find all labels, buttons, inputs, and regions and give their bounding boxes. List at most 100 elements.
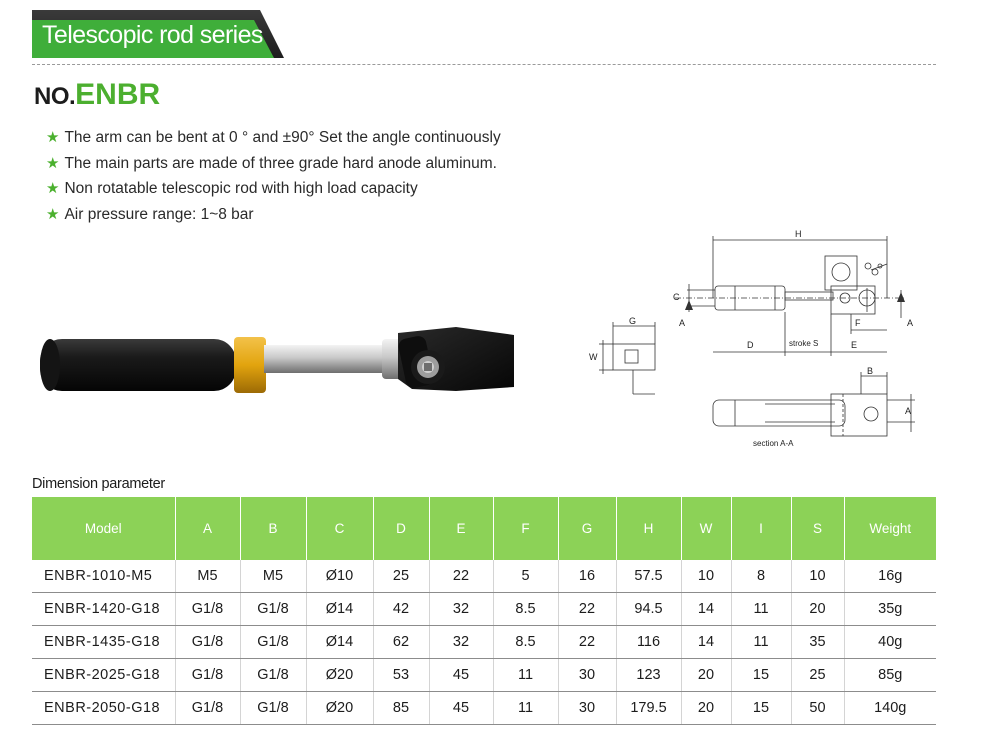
table-caption: Dimension parameter [32,476,165,492]
feature-item: ★Non rotatable telescopic rod with high … [46,179,501,205]
table-cell: Ø20 [305,691,373,725]
gold-collar [234,337,266,393]
feature-text: The arm can be bent at 0 ° and ±90° Set … [64,129,501,146]
table-cell: 5 [492,560,558,593]
column-header: B [239,497,306,560]
table-cell: 15 [730,691,791,725]
feature-item: ★Air pressure range: 1~8 bar [46,205,501,231]
section-label: section A-A [753,439,794,448]
column-header: Model [32,497,175,560]
table-cell: 10 [680,560,731,593]
table-cell: M5 [239,560,306,593]
table-cell: 57.5 [615,560,681,593]
model-cell: ENBR-1420-G18 [32,592,175,626]
series-title: Telescopic rod series [42,21,263,49]
cylinder-body [40,339,236,391]
product-photo [40,327,514,393]
dim-label-b: B [867,366,873,376]
table-cell: 45 [428,658,493,692]
column-header: H [615,497,681,560]
column-header: Weight [843,497,936,560]
table-cell: 22 [428,560,493,593]
table-cell: 14 [680,625,731,659]
table-cell: 16g [843,560,936,593]
table-cell: 25 [372,560,429,593]
model-cell: ENBR-2025-G18 [32,658,175,692]
star-icon: ★ [46,154,60,172]
table-cell: G1/8 [174,592,240,626]
table-cell: Ø10 [305,560,373,593]
table-cell: 10 [790,560,844,593]
piston-rod [264,345,394,373]
feature-text: Air pressure range: 1~8 bar [64,205,254,223]
table-cell: G1/8 [174,691,240,725]
table-cell: G1/8 [174,658,240,692]
table-cell: 20 [680,658,731,692]
column-header: S [790,497,844,560]
feature-item: ★The main parts are made of three grade … [46,154,501,180]
table-cell: 11 [492,691,558,725]
model-number: NO.ENBR [34,78,160,112]
star-icon: ★ [46,180,60,197]
dim-label-f: F [855,318,861,328]
table-cell: 179.5 [615,691,681,725]
star-icon: ★ [46,205,60,223]
table-cell: 35 [790,625,844,659]
dim-label-e: E [851,340,857,350]
table-cell: Ø14 [305,592,373,626]
table-cell: 8.5 [492,625,558,659]
table-cell: G1/8 [239,691,306,725]
table-cell: 85g [843,658,936,692]
model-prefix: NO. [34,83,76,110]
dim-label-h: H [795,229,802,239]
table-cell: 22 [557,592,616,626]
column-header: E [428,497,493,560]
table-cell: 11 [730,592,791,626]
table-cell: 32 [428,592,493,626]
table-cell: 85 [372,691,429,725]
table-cell: 116 [615,625,681,659]
star-icon: ★ [46,129,60,146]
feature-list: ★The arm can be bent at 0 ° and ±90° Set… [46,128,501,230]
table-cell: 50 [790,691,844,725]
table-cell: 32 [428,625,493,659]
table-cell: G1/8 [239,592,306,626]
model-cell: ENBR-1010-M5 [32,560,175,593]
table-cell: 140g [843,691,936,725]
table-cell: 45 [428,691,493,725]
series-title-tab [32,10,284,58]
column-header: A [174,497,240,560]
table-cell: 11 [492,658,558,692]
table-cell: 30 [557,691,616,725]
table-header-row: Model A B C D E F G H W I S Weight [32,497,936,560]
table-cell: 8 [730,560,791,593]
dimension-drawing: H C A A F D stroke S E G W [589,229,915,448]
dim-label-a-right: A [907,318,913,328]
title-tab-background [32,10,284,58]
column-header: W [680,497,731,560]
dim-label-w: W [589,352,598,362]
table-cell: 94.5 [615,592,681,626]
table-cell: M5 [174,560,240,593]
table-cell: 40g [843,625,936,659]
dim-label-a-left: A [679,318,685,328]
table-cell: G1/8 [239,658,306,692]
table-cell: 42 [372,592,429,626]
column-header: I [730,497,791,560]
column-header: D [372,497,429,560]
table-cell: 20 [790,592,844,626]
table-cell: 62 [372,625,429,659]
table-cell: 20 [680,691,731,725]
table-cell: 14 [680,592,731,626]
column-header: C [305,497,373,560]
model-cell: ENBR-2050-G18 [32,691,175,725]
feature-text: The main parts are made of three grade h… [64,154,497,172]
table-cell: G1/8 [174,625,240,659]
feature-text: Non rotatable telescopic rod with high l… [64,180,418,197]
table-cell: 8.5 [492,592,558,626]
table-cell: 16 [557,560,616,593]
